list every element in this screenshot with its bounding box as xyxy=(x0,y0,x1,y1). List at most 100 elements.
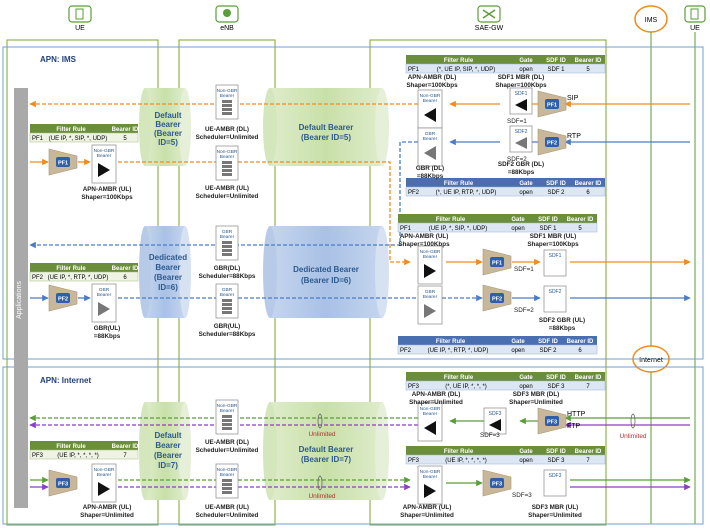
http-label: HTTP xyxy=(567,411,586,418)
gw-sdf1-mbr-dl-line1: SDF1 MBR (DL) xyxy=(498,74,545,81)
gw-gbr-dl-triangle xyxy=(424,146,436,160)
svg-text:(Bearer ID=5): (Bearer ID=5) xyxy=(301,133,351,142)
ims-default-bearer-core-tunnel: Default Bearer (Bearer ID=5) xyxy=(263,88,389,166)
enb-nongbr-ul-inet-bar xyxy=(222,483,232,486)
svg-text:Default: Default xyxy=(154,431,181,440)
gw-sdf1-ul-triangle xyxy=(549,261,561,273)
table-header-cell: Bearer ID xyxy=(567,217,594,223)
table-header-cell: Bearer ID xyxy=(575,58,602,64)
gw-nongbr-ul-label2: Bearer xyxy=(423,254,438,260)
table-cell: 7 xyxy=(123,453,127,459)
inet-enb-ue-ambr-ul-line1: UE-AMBR (UL) xyxy=(205,504,249,511)
table-header-cell: Filter Rule xyxy=(444,375,474,381)
applications-label: Applications xyxy=(16,281,23,319)
table-header-cell: SDF ID xyxy=(538,217,558,223)
gw-pf3-dl-icon xyxy=(545,416,559,426)
enb-gbr-dl-bar xyxy=(222,253,232,256)
table-header-cell: SDF ID xyxy=(538,339,558,345)
ims-dedicated-bearer-ue-tunnel: Dedicated Bearer (Bearer ID=6) xyxy=(139,226,191,318)
ue-nongbr-ul-inet-triangle xyxy=(98,482,110,496)
saegw-node: SAE-GW xyxy=(475,5,504,32)
applications-bar xyxy=(14,88,28,508)
ue-pf3-ul-icon xyxy=(56,478,70,488)
table-header-cell: Filter Rule xyxy=(444,449,474,455)
enb-nongbr-dl-inet-label2: Bearer xyxy=(220,408,235,414)
gw-sdf2-gbr-dl-line2: =88Kbps xyxy=(508,169,535,176)
table-header-cell: SDF ID xyxy=(546,181,566,187)
apn-ims-region xyxy=(2,46,704,360)
gw-pf1-ul-label: PF1 xyxy=(492,261,502,267)
table-header-cell: Filter Rule xyxy=(56,266,86,272)
table-cell: (UE IP, *, *, *, *) xyxy=(57,453,99,459)
enb-nongbr-ul-inet-bar xyxy=(222,487,232,490)
inet-ue-apn-ambr-ul-line1: APN-AMBR (UL) xyxy=(83,504,132,511)
gw-pf2-ul-label: PF2 xyxy=(492,297,502,303)
table-header-cell: Gate xyxy=(519,375,533,381)
enb-nongbr-ul-bar xyxy=(222,173,232,176)
gw-sdf3-ul-label: SDF3 xyxy=(549,473,562,479)
enb-nongbr-ul-bar xyxy=(222,165,232,168)
ims-dedicated-bearer-core-tunnel: Dedicated Bearer (Bearer ID=6) xyxy=(263,226,389,318)
gw-sdf2-gbr-ul-line2: =88Kbps xyxy=(549,325,576,332)
enb-nongbr-ul-label2: Bearer xyxy=(220,154,235,160)
gw-nongbr-dl-inet-box xyxy=(417,402,443,442)
enb-gbr-ul-bar xyxy=(222,307,232,310)
ue-apn-ambr-ul-line2: Shaper=100Kbps xyxy=(81,194,133,201)
table-cell: open xyxy=(511,348,524,354)
apn-internet-region xyxy=(2,366,704,525)
table-cell: (*, UE IP, *, *, *) xyxy=(445,384,487,390)
table-header-cell: Gate xyxy=(519,449,533,455)
table-cell: 5 xyxy=(578,226,582,232)
enb-nongbr-dl-inet-label1: Non-GBR xyxy=(217,403,238,409)
enb-label: eNB xyxy=(220,25,234,32)
ue-pf2-ul-label: PF2 xyxy=(58,297,68,303)
sdf-eq-1-ul: SDF=1 xyxy=(514,266,534,273)
enb-gbr-dl-bar xyxy=(222,241,232,244)
svg-text:Dedicated: Dedicated xyxy=(149,253,187,262)
table-header xyxy=(30,263,138,272)
enb-gbr-ul-lbl-line2: Scheduler=88Kbps xyxy=(199,331,256,338)
table-cell: (*, UE IP, RTP, *, UDP) xyxy=(436,190,497,196)
gw-gbr-dl-label2: Bearer xyxy=(423,136,438,142)
ue-gbr-ul-box xyxy=(91,283,117,323)
table-cell: open xyxy=(519,384,532,390)
table-cell: 7 xyxy=(586,384,590,390)
enb-gbr-ul-bar xyxy=(222,303,232,306)
table-row xyxy=(405,186,606,197)
enb-nongbr-dl-inet-bar xyxy=(222,415,232,418)
table-header-cell: Bearer ID xyxy=(112,444,139,450)
gw-sdf1-mbr-ul-line2: Shaper=100Kbps xyxy=(527,241,579,248)
table-row xyxy=(29,271,139,282)
table-cell: SDF 1 xyxy=(539,226,557,232)
table-header-cell: SDF ID xyxy=(546,58,566,64)
table-cell: PF3 xyxy=(408,384,420,390)
table-header-cell: Gate xyxy=(519,181,533,187)
ue-nongbr-ul-inet-label2: Bearer xyxy=(97,472,112,478)
ue-node-left: UE xyxy=(68,5,92,32)
table-header-cell: Bearer ID xyxy=(112,266,139,272)
gw-nongbr-dl-inet-label2: Bearer xyxy=(423,411,438,417)
svg-text:Bearer: Bearer xyxy=(155,263,180,272)
enb-nongbr-ul-inet-bar xyxy=(222,479,232,482)
table-header-cell: SDF ID xyxy=(546,449,566,455)
ue-pf1-ul-label: PF1 xyxy=(58,161,68,167)
ue-gbr-ul-triangle xyxy=(98,302,110,316)
unlimited-label-pdn: Unlimited xyxy=(619,433,646,440)
sdf-eq-3-ul: SDF=3 xyxy=(512,492,532,499)
labels: APN-AMBR (DL) Shaper=100Kbps SDF1 MBR (DL)… xyxy=(80,74,585,519)
gw-sdf2-ul-triangle xyxy=(549,297,561,309)
gw-gbr-ul-box xyxy=(417,285,443,325)
enb-nongbr-dl-inet-bar xyxy=(222,427,232,430)
table-row xyxy=(405,380,606,391)
gw-nongbr-dl-box xyxy=(417,89,443,129)
table-header xyxy=(398,214,597,223)
gw-apn-ambr-dl-line1: APN-AMBR (DL) xyxy=(408,74,457,81)
gw-sdf1-mbr-ul-line1: SDF1 MBR (UL) xyxy=(530,233,577,240)
ue-gbr-ul-lbl-line2: =88Kbps xyxy=(94,333,121,340)
enb-gbr-dl-lbl-line2: Scheduler=88Kbps xyxy=(199,273,256,280)
ue-nongbr-ul-label1: Non-GBR xyxy=(94,148,115,154)
table-cell: (*, UE IP, SIP, *, UDP) xyxy=(437,67,495,73)
gw-gbr-ul-triangle xyxy=(424,304,436,318)
ims-label: IMS xyxy=(645,17,658,24)
